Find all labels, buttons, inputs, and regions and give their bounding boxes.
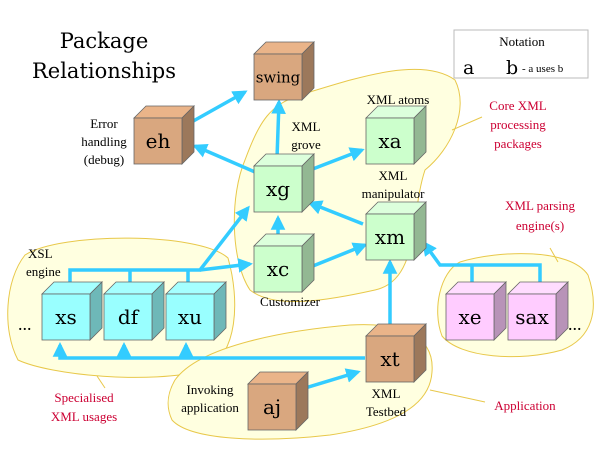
notation-heading: Notation xyxy=(499,34,545,49)
notation-desc: - a uses b xyxy=(522,63,564,75)
labels: Error handling (debug) XML grove XML ato… xyxy=(18,92,582,419)
ellipsis-right: ... xyxy=(568,314,582,334)
package-xu: xu xyxy=(165,281,227,341)
package-label-xg: xg xyxy=(266,177,290,201)
region-specialised-2: XML usages xyxy=(51,409,117,424)
package-label-xe: xe xyxy=(458,305,481,329)
label-error-1: Error xyxy=(90,116,118,131)
package-label-xt: xt xyxy=(380,347,399,371)
arrow-xs-xg xyxy=(68,205,250,286)
package-label-xs: xs xyxy=(55,305,77,329)
label-manip-2: manipulator xyxy=(362,186,425,201)
notation-b: b xyxy=(506,57,518,79)
region-parsing-1: XML parsing xyxy=(505,198,575,213)
label-manip-1: XML xyxy=(379,168,408,183)
label-atoms: XML atoms xyxy=(367,92,430,107)
region-core-3: packages xyxy=(494,136,542,151)
region-core-1: Core XML xyxy=(489,98,546,113)
package-eh: eh xyxy=(133,105,195,165)
label-grove-2: grove xyxy=(291,137,321,152)
region-connectors xyxy=(96,116,559,403)
label-error-3: (debug) xyxy=(84,152,124,167)
package-label-xm: xm xyxy=(375,225,405,249)
label-invoking-2: application xyxy=(181,400,239,415)
arrows xyxy=(52,60,542,394)
title-line2: Relationships xyxy=(32,59,176,83)
package-boxes: swing eh xg xa xm xc xs df xu xe sax xt aj xyxy=(41,41,569,431)
package-xt: xt xyxy=(365,323,427,383)
package-aj: aj xyxy=(247,371,309,431)
label-error-2: handling xyxy=(81,134,127,149)
package-xe: xe xyxy=(445,281,507,341)
package-label-swing: swing xyxy=(256,68,301,86)
notation-a: a xyxy=(463,57,474,79)
package-label-xu: xu xyxy=(178,305,202,329)
label-testbed-1: XML xyxy=(372,386,401,401)
arrow-xg-xa xyxy=(304,147,365,174)
package-swing: swing xyxy=(253,41,315,101)
title-line1: Package xyxy=(60,29,149,53)
title: Package Relationships xyxy=(32,29,176,83)
arrow-xg-swing xyxy=(271,99,286,159)
package-label-xc: xc xyxy=(267,257,289,281)
package-df: df xyxy=(103,281,165,341)
arrow-xm-xg xyxy=(307,200,364,226)
arrow-parsing-xm xyxy=(424,243,542,286)
package-xa: xa xyxy=(365,105,427,165)
label-testbed-2: Testbed xyxy=(366,404,407,419)
package-label-xa: xa xyxy=(378,129,401,153)
arrow-eh-swing xyxy=(187,90,248,126)
package-label-eh: eh xyxy=(146,129,171,153)
label-grove-1: XML xyxy=(292,119,321,134)
package-xm: xm xyxy=(365,201,427,261)
region-core-2: processing xyxy=(490,117,546,132)
region-application: Application xyxy=(494,398,556,413)
arrow-xg-eh xyxy=(192,143,256,174)
arrow-xs-xc xyxy=(199,258,253,273)
arrow-xt-bus xyxy=(52,342,365,360)
label-customizer: Customizer xyxy=(260,294,321,309)
region-parsing-2: engine(s) xyxy=(516,218,564,233)
package-label-aj: aj xyxy=(263,395,281,419)
notation-box: Notation a b - a uses b xyxy=(453,29,589,79)
package-xc: xc xyxy=(253,233,315,293)
label-xsl-2: engine xyxy=(26,264,61,279)
package-label-sax: sax xyxy=(515,305,549,329)
package-xs: xs xyxy=(41,281,103,341)
ellipsis-left: ... xyxy=(18,314,32,334)
label-invoking-1: Invoking xyxy=(187,382,234,397)
package-sax: sax xyxy=(507,281,569,341)
package-xg: xg xyxy=(253,153,315,213)
region-specialised-1: Specialised xyxy=(54,390,114,405)
package-label-df: df xyxy=(118,305,140,329)
arrow-xc-xm xyxy=(307,242,368,270)
region-labels: Core XML processing packages XML parsing… xyxy=(51,98,576,424)
label-xsl-1: XSL xyxy=(28,246,53,261)
